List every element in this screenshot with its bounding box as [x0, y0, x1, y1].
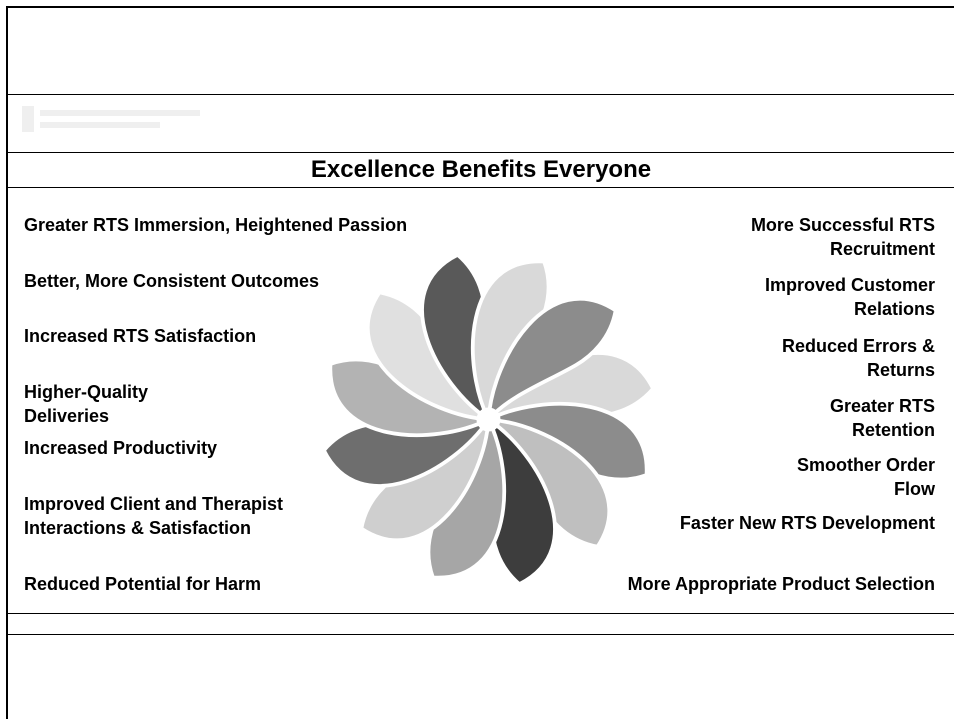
left-benefit-1: Greater RTS Immersion, Heightened Passio… [24, 215, 408, 235]
left-benefit-4: Higher-Quality Deliveries [24, 382, 149, 426]
spiral-petal [486, 296, 618, 425]
left-benefit-6: Improved Client and Therapist Interactio… [24, 494, 284, 538]
right-benefit-1: More Successful RTS Recruitment [750, 215, 935, 259]
left-benefit-5: Increased Productivity [24, 438, 218, 458]
title-top-rule [8, 152, 954, 153]
slide-title: Excellence Benefits Everyone [310, 156, 652, 183]
footer-bottom-rule [8, 634, 954, 635]
spiral-petals [321, 252, 656, 587]
right-benefit-7: More Appropriate Product Selection [627, 574, 935, 594]
right-benefit-3: Reduced Errors & Returns [781, 336, 935, 380]
right-benefit-2: Improved Customer Relations [764, 275, 935, 319]
right-benefit-6: Faster New RTS Development [679, 513, 935, 533]
left-benefit-3: Increased RTS Satisfaction [24, 326, 257, 346]
spiral-graphic [321, 252, 656, 587]
right-benefit-5: Smoother Order Flow [796, 455, 935, 499]
spiral-center [476, 407, 501, 432]
footer-top-rule [8, 613, 954, 614]
faint-logo-watermark [22, 104, 212, 134]
title-bottom-rule [8, 187, 954, 188]
right-benefit-4: Greater RTS Retention [829, 396, 935, 440]
header-divider [8, 94, 954, 95]
left-benefit-2: Better, More Consistent Outcomes [24, 271, 320, 291]
slide-frame [6, 6, 954, 719]
left-benefit-7: Reduced Potential for Harm [24, 574, 262, 594]
